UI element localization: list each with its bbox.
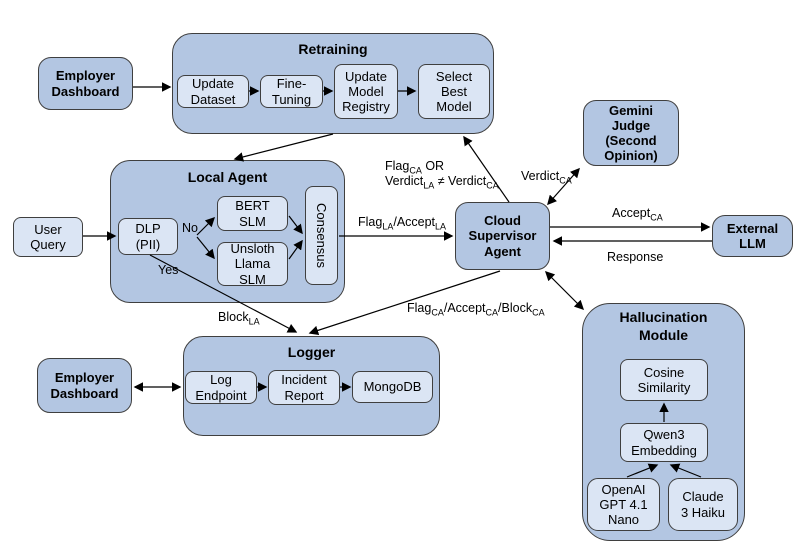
dlp-pii-node: DLP (PII) xyxy=(118,218,178,255)
employer-dashboard-bottom-node: Employer Dashboard xyxy=(37,358,132,413)
label-response: Response xyxy=(607,250,664,264)
openai-gpt41-nano-node: OpenAI GPT 4.1 Nano xyxy=(587,478,660,531)
qwen3-embedding-node: Qwen3 Embedding xyxy=(620,423,708,462)
edge-cloud-supervisor-hallucination-bidirectional xyxy=(544,270,585,311)
bert-slm-node: BERT SLM xyxy=(217,196,288,231)
external-llm-node: External LLM xyxy=(712,215,793,257)
hallucination-module-title: Hallucination Module xyxy=(619,309,708,343)
consensus-node: Consensus xyxy=(305,186,338,285)
local-agent-title: Local Agent xyxy=(187,169,268,185)
unsloth-llama-slm-node: Unsloth Llama SLM xyxy=(217,241,288,287)
fine-tuning-node: Fine- Tuning xyxy=(260,75,323,108)
label-block-la: BlockLA xyxy=(218,310,260,327)
select-best-model-node: Select Best Model xyxy=(418,64,490,119)
log-endpoint-node: Log Endpoint xyxy=(185,371,257,404)
gemini-judge-node: Gemini Judge (Second Opinion) xyxy=(583,100,679,166)
cosine-similarity-node: Cosine Similarity xyxy=(620,359,708,401)
label-flag-la-accept-la: FlagLA/AcceptLA xyxy=(358,215,447,232)
logger-title: Logger xyxy=(287,344,336,360)
mongodb-node: MongoDB xyxy=(352,371,433,403)
employer-dashboard-top-node: Employer Dashboard xyxy=(38,57,133,110)
retraining-title: Retraining xyxy=(298,41,368,57)
label-accept-ca: AcceptCA xyxy=(612,206,663,223)
label-flag-accept-block-ca: FlagCA/AcceptCA/BlockCA xyxy=(407,301,545,318)
user-query-node: User Query xyxy=(13,217,83,257)
edge-cloud-supervisor-to-retraining xyxy=(463,135,510,203)
incident-report-node: Incident Report xyxy=(268,370,340,405)
update-model-registry-node: Update Model Registry xyxy=(334,64,398,119)
label-verdict-mismatch: VerdictLA ≠ VerdictCA xyxy=(385,174,499,191)
label-no: No xyxy=(182,221,198,235)
edge-retraining-to-local-agent xyxy=(233,133,334,162)
label-yes: Yes xyxy=(158,263,179,277)
label-verdict-ca: VerdictCA xyxy=(521,169,572,186)
label-flag-ca-or: FlagCA OR xyxy=(385,159,445,176)
claude-3-haiku-node: Claude 3 Haiku xyxy=(668,478,738,531)
cloud-supervisor-agent-node: Cloud Supervisor Agent xyxy=(455,202,550,270)
update-dataset-node: Update Dataset xyxy=(177,75,249,108)
